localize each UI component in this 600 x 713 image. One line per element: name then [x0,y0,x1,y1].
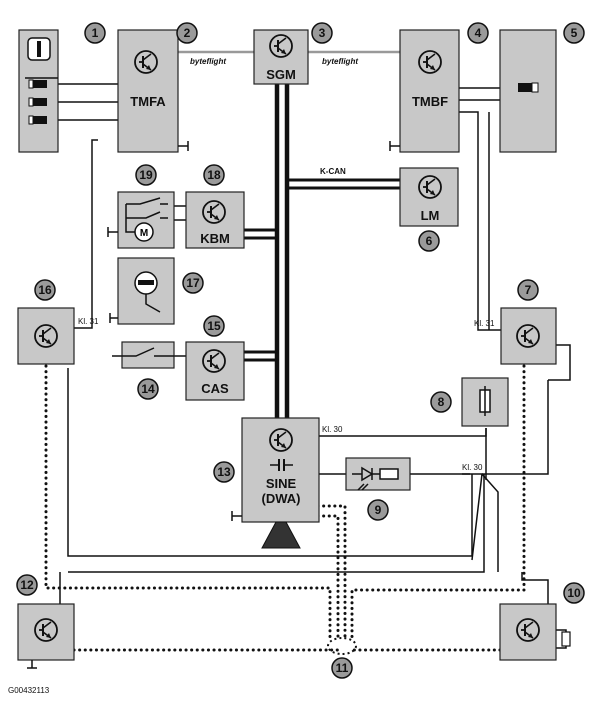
svg-text:16: 16 [38,283,52,297]
lm-label: LM [421,208,440,223]
dotted-wire-sine-1 [316,514,340,642]
sine-dwa-label: (DWA) [262,491,301,506]
component-tmfa: TMFA [117,29,189,153]
component-7 [500,307,557,365]
badge-10: 10 [563,582,585,604]
component-lm: LM [399,167,459,227]
tmbf-label: TMBF [412,94,448,109]
svg-text:7: 7 [525,283,532,297]
badge-14: 14 [137,378,159,400]
cas-label: CAS [201,381,229,396]
component-1-switch-panel [18,29,59,153]
connector-11 [327,637,357,655]
badge-18: 18 [203,164,225,186]
kcan-label: K-CAN [320,167,346,176]
badge-17: 17 [182,272,204,294]
sgm-label: SGM [266,67,296,82]
svg-text:15: 15 [207,319,221,333]
svg-text:14: 14 [141,382,155,396]
kl31-left-label: Kl. 31 [78,317,99,326]
dotted-wire-7 [350,364,526,640]
component-cas: CAS [185,341,245,401]
badge-16: 16 [34,279,56,301]
svg-text:1: 1 [92,26,99,40]
siren-icon [261,521,301,549]
component-sine: SINE (DWA) [231,417,320,549]
svg-text:6: 6 [426,234,433,248]
component-kbm: KBM [185,191,245,249]
led-icon [352,466,399,491]
badge-13: 13 [213,461,235,483]
svg-text:12: 12 [20,578,34,592]
badge-9: 9 [367,499,389,521]
badge-2: 2 [176,22,198,44]
svg-text:M: M [140,228,148,239]
byteflight-right-label: byteflight [322,57,358,66]
badge-1: 1 [84,22,106,44]
svg-text:17: 17 [186,276,200,290]
badge-19: 19 [135,164,157,186]
kl31-right-label: Kl. 31 [474,319,495,328]
badge-11: 11 [331,657,353,679]
byteflight-left-label: byteflight [190,57,226,66]
component-12 [17,603,75,669]
component-8-fuse [461,377,509,427]
svg-text:10: 10 [567,586,581,600]
badge-8: 8 [430,391,452,413]
component-tmbf: TMBF [389,29,460,153]
svg-text:19: 19 [139,168,153,182]
sine-label: SINE [266,476,297,491]
svg-text:8: 8 [438,395,445,409]
dotted-wire-sine-2 [316,504,347,642]
motor-icon: M [134,222,154,242]
component-sgm: SGM [253,29,309,85]
svg-text:11: 11 [336,661,349,675]
badge-4: 4 [467,22,489,44]
svg-text:2: 2 [184,26,191,40]
kl30-top-label: Kl. 30 [322,425,343,434]
svg-text:5: 5 [571,26,578,40]
kbm-label: KBM [200,231,230,246]
badge-12: 12 [16,574,38,596]
component-10 [499,603,571,661]
badge-6: 6 [418,230,440,252]
badge-5: 5 [563,22,585,44]
svg-text:18: 18 [207,168,221,182]
badges: 1 2 3 4 5 6 7 8 9 10 11 12 13 14 15 16 1… [16,22,585,679]
component-17-sensor [109,257,175,325]
component-19-motor-switch: M [107,191,175,249]
component-14-switch [112,341,175,369]
badge-3: 3 [311,22,333,44]
figure-id: G00432113 [8,686,50,695]
component-9-led [345,457,411,491]
badge-15: 15 [203,315,225,337]
kl30-mid-label: Kl. 30 [462,463,483,472]
badge-7: 7 [517,279,539,301]
svg-text:4: 4 [475,26,482,40]
wiring [44,50,571,652]
svg-text:13: 13 [217,465,231,479]
svg-text:3: 3 [319,26,326,40]
tmfa-label: TMFA [130,94,166,109]
component-5-door-lock [499,29,557,153]
dotted-wire-12 [44,364,332,642]
fuse-icon [479,386,491,416]
component-16 [17,307,75,365]
svg-text:9: 9 [375,503,382,517]
switch-icon [25,77,58,125]
